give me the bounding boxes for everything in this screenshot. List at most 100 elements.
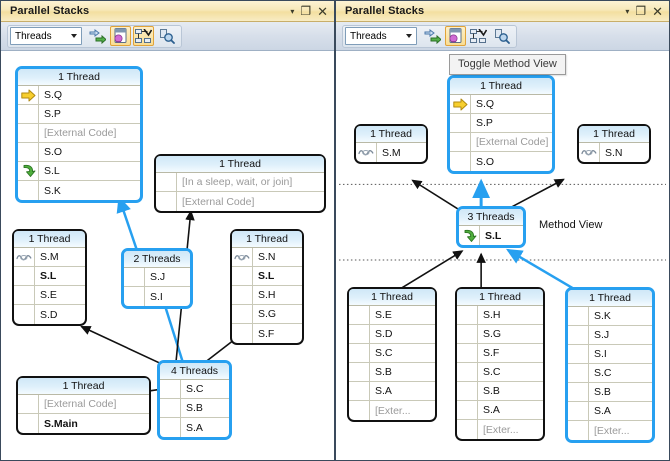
view-mode-combo[interactable]: Threads	[10, 27, 82, 45]
stack-frame-row[interactable]: S.F	[457, 344, 543, 363]
stack-frame-row[interactable]: S.F	[232, 324, 302, 343]
stack-frame-row[interactable]: S.N	[232, 248, 302, 267]
close-icon[interactable]: ✕	[317, 3, 328, 19]
parallel-stacks-panel-left: Parallel Stacks ▾ ❐ ✕ Threads	[0, 0, 335, 461]
stack-frame-row[interactable]: S.O	[450, 152, 552, 171]
stack-frame-row[interactable]: S.A	[568, 402, 652, 421]
frame-gutter	[450, 133, 471, 151]
auto-scroll-to-current-stack-frame-icon[interactable]	[133, 26, 154, 46]
stack-frame-label: [External Code]	[44, 398, 117, 410]
toggle-method-view-icon[interactable]	[445, 26, 466, 46]
stack-frame-row[interactable]: [In a sleep, wait, or join]	[156, 173, 324, 192]
auto-scroll-to-current-stack-frame-icon[interactable]	[468, 26, 489, 46]
stack-frame-label: S.M	[382, 146, 401, 159]
frame-gutter	[457, 344, 478, 362]
stack-node[interactable]: 1 Thread[External Code]S.Main	[16, 376, 151, 435]
show-only-flagged-icon[interactable]	[87, 26, 108, 46]
stack-frame-row[interactable]: [External Code]	[450, 133, 552, 152]
stack-frame-row[interactable]: [Exter...	[457, 420, 543, 439]
stack-frame-row[interactable]: S.L	[459, 226, 523, 245]
stack-frame-row[interactable]: [External Code]	[18, 395, 149, 414]
stack-frame-row[interactable]: S.C	[349, 344, 435, 363]
stack-frame-row[interactable]: S.O	[18, 143, 140, 162]
stack-frame-row[interactable]: [External Code]	[18, 124, 140, 143]
zoom-icon[interactable]	[156, 26, 177, 46]
stack-frame-row[interactable]: S.A	[349, 382, 435, 401]
maximize-icon[interactable]: ❐	[300, 4, 312, 18]
stack-frame-row[interactable]: S.G	[457, 325, 543, 344]
frame-gutter	[18, 124, 39, 142]
stack-frame-row[interactable]: S.A	[457, 401, 543, 420]
stack-frame-row[interactable]: [Exter...	[349, 401, 435, 420]
stack-frame-row[interactable]: S.P	[450, 114, 552, 133]
stack-frame-row[interactable]: S.Main	[18, 414, 149, 433]
stack-frame-list: S.M	[356, 143, 426, 162]
stack-frame-row[interactable]: S.E	[349, 306, 435, 325]
stack-frame-label: S.B	[375, 366, 392, 378]
stack-frame-row[interactable]: S.K	[18, 181, 140, 200]
toggle-method-view-icon[interactable]	[110, 26, 131, 46]
stack-frame-row[interactable]: [External Code]	[156, 192, 324, 211]
stack-frame-row[interactable]: S.B	[568, 383, 652, 402]
stack-frame-row[interactable]: S.P	[18, 105, 140, 124]
stack-node[interactable]: 1 Thread[In a sleep, wait, or join][Exte…	[154, 154, 326, 213]
stack-frame-row[interactable]: S.C	[160, 380, 229, 399]
stack-frame-row[interactable]: S.B	[457, 382, 543, 401]
view-mode-combo[interactable]: Threads	[345, 27, 417, 45]
stack-frame-row[interactable]: S.B	[160, 399, 229, 418]
stack-frame-row[interactable]: S.D	[14, 305, 85, 324]
window-menu-icon[interactable]: ▾	[625, 7, 630, 16]
stack-frame-row[interactable]: S.L	[18, 162, 140, 181]
stack-frame-row[interactable]: S.H	[232, 286, 302, 305]
zoom-icon[interactable]	[491, 26, 512, 46]
stack-frame-row[interactable]: S.H	[457, 306, 543, 325]
stack-frame-row[interactable]: S.D	[349, 325, 435, 344]
stack-frame-label: S.E	[40, 289, 57, 301]
stack-frame-row[interactable]: S.C	[568, 364, 652, 383]
stack-frame-label: S.L	[258, 270, 275, 282]
stack-frame-row[interactable]: S.M	[14, 248, 85, 267]
frame-gutter	[160, 380, 181, 398]
stack-frame-label: [Exter...	[483, 423, 519, 436]
stack-frame-row[interactable]: S.L	[232, 267, 302, 286]
stack-frame-row[interactable]: S.Q	[18, 86, 140, 105]
stack-frame-row[interactable]: S.C	[457, 363, 543, 382]
stack-frame-row[interactable]: S.L	[14, 267, 85, 286]
stack-frame-row[interactable]: S.M	[356, 143, 426, 162]
stack-frame-row[interactable]: S.E	[14, 286, 85, 305]
close-icon[interactable]: ✕	[652, 3, 663, 19]
stack-frame-row[interactable]: S.A	[160, 418, 229, 437]
maximize-icon[interactable]: ❐	[635, 4, 647, 18]
yellow-arrow-icon	[18, 86, 39, 104]
stack-frame-row[interactable]: S.K	[568, 307, 652, 326]
stack-frame-row[interactable]: S.J	[568, 326, 652, 345]
stack-frame-row[interactable]: S.Q	[450, 95, 552, 114]
stack-frame-label: S.Q	[476, 98, 495, 110]
stack-frame-row[interactable]: S.N	[579, 143, 649, 162]
stack-frame-row[interactable]: S.G	[232, 305, 302, 324]
stack-frame-row[interactable]: S.B	[349, 363, 435, 382]
window-menu-icon[interactable]: ▾	[290, 7, 295, 16]
show-only-flagged-icon[interactable]	[422, 26, 443, 46]
green-arrow-icon	[23, 164, 35, 177]
stack-frame-row[interactable]: S.I	[124, 287, 190, 306]
stack-frame-row[interactable]: [Exter...	[568, 421, 652, 440]
stack-frame-label: S.A	[594, 405, 611, 417]
stack-frame-row[interactable]: S.J	[124, 268, 190, 287]
stack-frame-row[interactable]: S.I	[568, 345, 652, 364]
